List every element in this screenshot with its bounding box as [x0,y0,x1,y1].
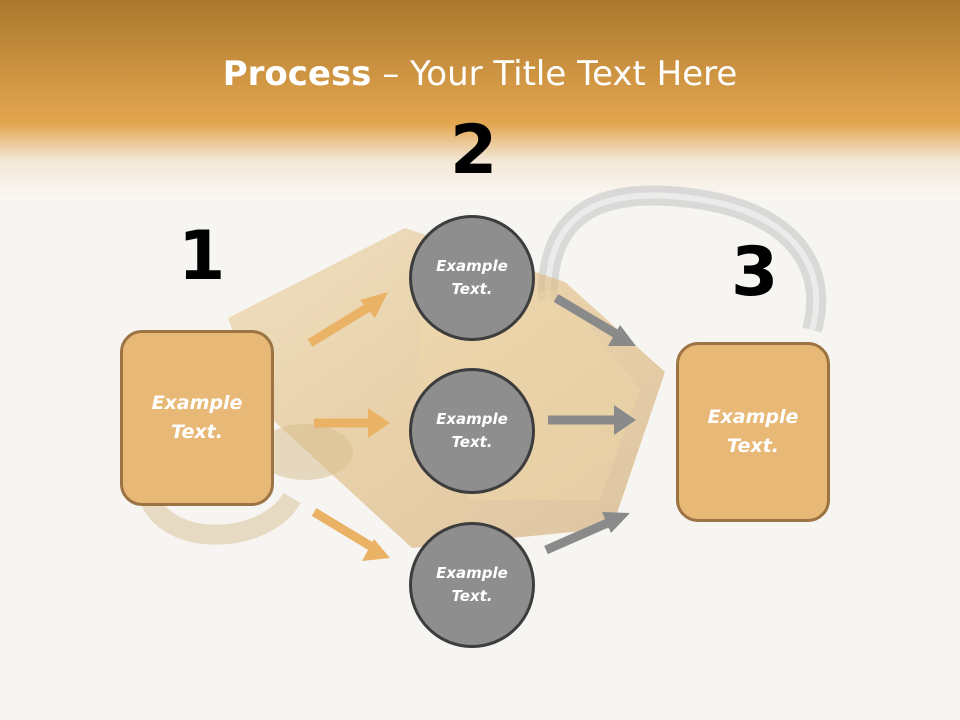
arrow-top-to-output [553,294,636,346]
header-band [0,0,960,200]
arrow-input-to-top [307,292,388,347]
step-number-2: 2 [450,111,498,190]
process-circle-middle: Example Text. [409,368,535,494]
title-rest: – Your Title Text Here [371,54,738,94]
process-circle-top: Example Text. [409,215,535,341]
output-box: Example Text. [676,342,830,522]
step-number-3: 3 [731,233,779,312]
process-circle-middle-label: Example Text. [436,410,508,451]
arrow-middle-to-output [548,405,636,435]
page-title: Process – Your Title Text Here [0,52,960,96]
process-circle-bottom-label: Example Text. [436,564,508,605]
arrow-input-to-middle [314,408,390,438]
title-bold: Process [222,54,372,94]
arrow-input-to-bottom [311,508,390,561]
output-box-label: Example Text. [707,406,799,457]
arrow-bottom-to-output [544,512,630,555]
input-box-label: Example Text. [151,392,243,443]
process-circle-bottom: Example Text. [409,522,535,648]
step-number-1: 1 [178,217,226,296]
process-circle-top-label: Example Text. [436,257,508,298]
input-box: Example Text. [120,330,274,506]
